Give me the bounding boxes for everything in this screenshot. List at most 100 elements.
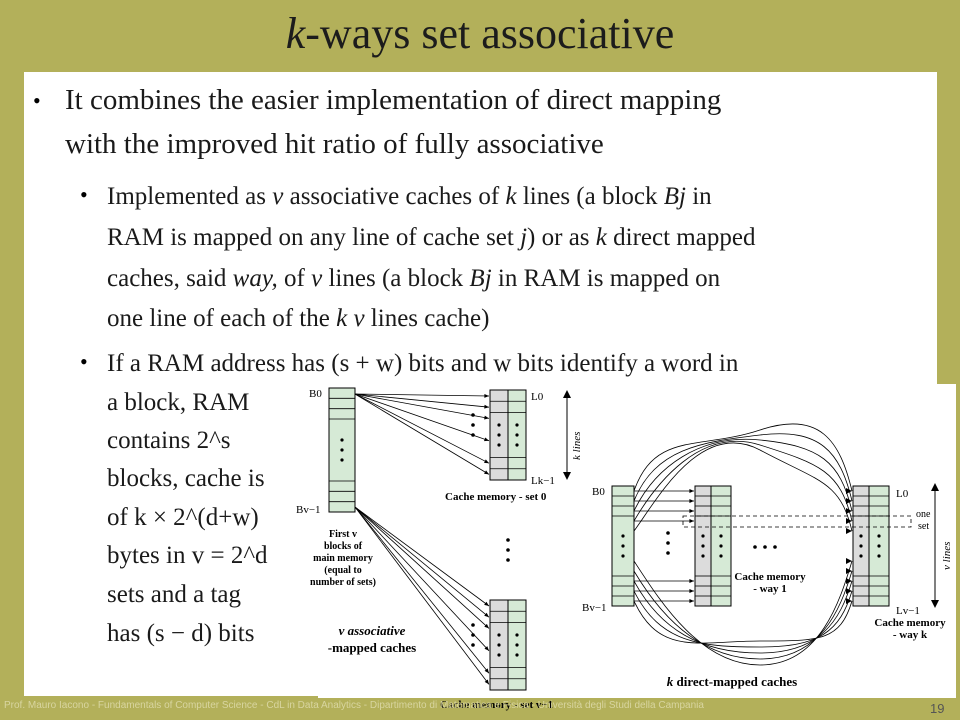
ways-ellipsis (763, 545, 767, 549)
wayk-data-column-dot (877, 534, 881, 538)
mapping-arrow (354, 506, 490, 685)
setv1-data-column-dot (515, 643, 519, 647)
way1-data-column-dot (719, 554, 723, 558)
way-k-curve (633, 442, 853, 532)
mapping-arrow (354, 393, 490, 397)
left-dots (471, 433, 475, 437)
way-k-curve (633, 590, 853, 648)
label-first-v-5: number of sets) (310, 577, 376, 588)
bullet-dot: • (80, 349, 88, 374)
ways-ellipsis (753, 545, 757, 549)
slide-title: k-ways set associative (0, 2, 960, 66)
set-dots (506, 558, 510, 562)
title-rest: -ways set associative (305, 9, 675, 58)
direct-arrow-head (689, 489, 694, 493)
mapping-arrow-head (484, 393, 489, 398)
label-wayk-2: - way k (893, 629, 928, 641)
mapping-arrow (354, 393, 490, 408)
sub2-line4: blocks, cache is (107, 465, 265, 492)
caption-left-1: v associative (339, 623, 406, 638)
v-lines-arrow-head (931, 483, 939, 491)
set0-tag-column-dot (497, 433, 501, 437)
wayk-data-column-dot (877, 544, 881, 548)
setv1-data-column-dot (515, 633, 519, 637)
set-dots (506, 538, 510, 542)
main-memory-blocks-dot (340, 458, 344, 462)
left-dots (471, 643, 475, 647)
label-lv1-right: Lv−1 (896, 605, 920, 617)
setv1-tag-column-dot (497, 643, 501, 647)
direct-arrow-head (689, 579, 694, 583)
mapping-arrow-head (484, 623, 489, 629)
way-k-curve (633, 580, 853, 654)
way-k-curve (633, 570, 853, 660)
mapping-arrow-head (484, 601, 489, 606)
label-b0: B0 (309, 388, 322, 400)
wayk-tag-column-dot (859, 554, 863, 558)
main-memory-blocks-right-dot (621, 554, 625, 558)
way1-tag-column-dot (701, 554, 705, 558)
figure-background (318, 384, 956, 698)
mapping-arrow-head (484, 679, 489, 685)
label-lk1: Lk−1 (531, 475, 555, 487)
label-first-v-3: main memory (313, 553, 373, 564)
mapping-arrow (354, 393, 490, 475)
mapping-arrow (354, 506, 490, 618)
mapping-arrow (354, 506, 490, 652)
mapping-arrow-head (484, 612, 489, 618)
set0-data-column-dot (515, 433, 519, 437)
label-bv1: Bv−1 (296, 504, 321, 516)
sub2-line5: of k × 2^(d+w) (107, 504, 259, 531)
mapping-arrow-head (484, 437, 489, 442)
setv1-tag-column-dot (497, 653, 501, 657)
setv1-tag-column-dot (497, 633, 501, 637)
way-k-curve-head (846, 568, 852, 574)
main-memory-blocks-right-dot (621, 544, 625, 548)
direct-arrow-head (689, 589, 694, 593)
mapping-arrow (354, 506, 490, 607)
mapping-arrow-head (484, 404, 489, 409)
mapping-arrow (354, 393, 490, 464)
right-dots (666, 541, 670, 545)
label-setv1: Cache memory - set v−1 (440, 699, 553, 711)
label-v-lines: v lines (941, 542, 953, 570)
way-k-curve (633, 433, 853, 502)
label-set: set (918, 521, 929, 532)
label-wayk-1: Cache memory (874, 617, 946, 629)
way1-data-column-dot (719, 544, 723, 548)
label-way1-2: - way 1 (753, 583, 787, 595)
way-k-curve-head (846, 578, 852, 584)
footer-text: Prof. Mauro Iacono - Fundamentals of Com… (4, 700, 704, 711)
set0-tag-column-dot (497, 423, 501, 427)
way-k-curve-head (846, 588, 852, 594)
set0-tag-column-dot (497, 443, 501, 447)
sub1-line4: one line of each of the k v lines cache) (107, 305, 490, 332)
left-dots (471, 633, 475, 637)
sub2-line6: bytes in v = 2^d (107, 542, 268, 569)
way-k-curve-head (846, 558, 852, 564)
main-memory-blocks-dot (340, 448, 344, 452)
right-dots (666, 551, 670, 555)
sub2-line1: If a RAM address has (s + w) bits and w … (107, 350, 739, 377)
wayk-tag-column-dot (859, 534, 863, 538)
way1-tag-column-dot (701, 534, 705, 538)
k-lines-arrow-head (563, 390, 571, 398)
set0-data-column-dot (515, 423, 519, 427)
direct-mapped-figure (611, 423, 939, 666)
label-first-v: First v (329, 529, 357, 540)
way-k-curve-head (846, 528, 852, 534)
way1-data-column-dot (719, 534, 723, 538)
mapping-arrow-head (484, 459, 489, 464)
setv1-data-column-dot (515, 653, 519, 657)
caption-left-2: -mapped caches (328, 640, 416, 655)
left-dots (471, 413, 475, 417)
label-k-lines: k lines (571, 432, 583, 460)
set0-data-column-dot (515, 443, 519, 447)
left-dots (471, 623, 475, 627)
way-k-curve-head (846, 598, 852, 604)
mapping-arrow-head (484, 470, 489, 475)
sub1-line3: caches, said way, of v lines (a block Bj… (107, 265, 721, 292)
mapping-arrow-head (484, 668, 489, 674)
associative-mapped-figure (328, 387, 571, 691)
